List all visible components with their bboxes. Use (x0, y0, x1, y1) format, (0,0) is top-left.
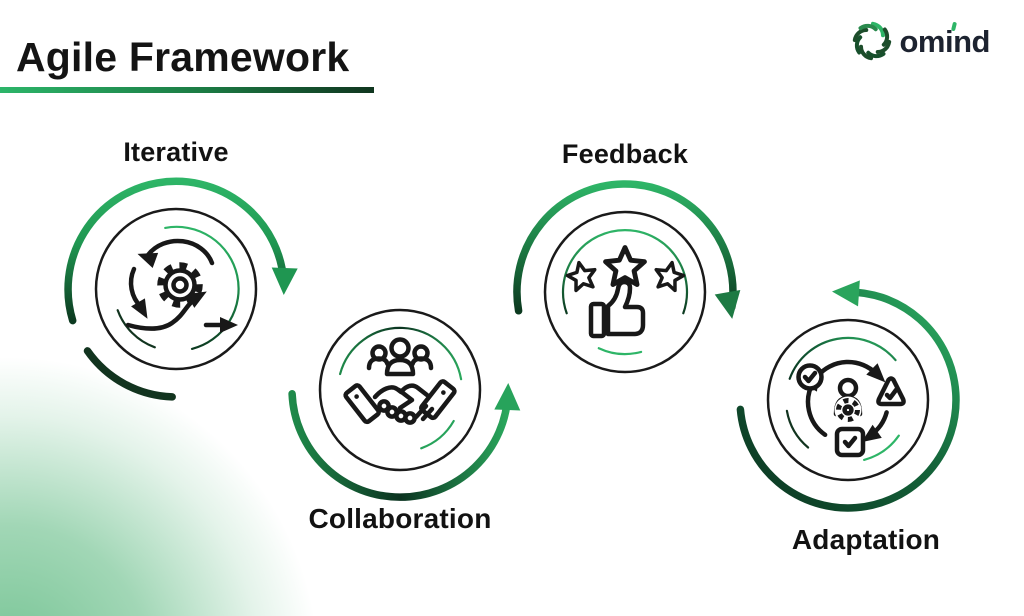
circle-outline (94, 207, 258, 371)
inner-accent-arc (339, 326, 463, 381)
flow-arrowhead-down (271, 267, 298, 295)
page-title: Agile Framework (16, 34, 350, 80)
flow-arrowhead-up (494, 383, 521, 411)
flow-arrowhead-down (714, 290, 741, 319)
adaptation-graphic (736, 280, 960, 512)
check-square-icon (834, 426, 866, 458)
inner-accent-arc-dark (116, 309, 156, 349)
node-label-collaboration: Collaboration (308, 503, 492, 534)
inner-accent-arc (788, 336, 897, 380)
circle-outline (318, 308, 482, 472)
iterative-graphic (64, 177, 298, 401)
node-label-feedback: Feedback (561, 139, 689, 169)
node-label-adaptation: Adaptation (791, 524, 941, 555)
node-iterative (36, 149, 316, 429)
check-circle-icon (796, 363, 824, 391)
node-label-iterative: Iterative (123, 137, 229, 167)
inner-accent-arc (164, 225, 240, 350)
thumbs-up-stars-icon (563, 248, 688, 339)
node-collaboration (260, 250, 540, 530)
person-gear-icon (833, 377, 863, 424)
adaptive-cycle-icon (796, 359, 906, 458)
warning-check-triangle-icon (876, 376, 906, 407)
inner-accent-arc-bright (597, 347, 643, 356)
gear-icon (157, 262, 203, 308)
inner-accent-arc (561, 229, 689, 315)
handshake-icon (343, 337, 457, 425)
feedback-graphic (513, 180, 741, 374)
left-sleeve (343, 383, 381, 425)
node-adaptation (708, 260, 988, 540)
inner-accent-arc-dark (785, 409, 810, 449)
team-people (366, 337, 434, 377)
circle-outline (766, 318, 930, 482)
outer-flow-arc (64, 177, 288, 325)
outer-flow-arc (736, 288, 960, 512)
flow-arrowhead-left (832, 280, 860, 307)
outer-flow-arc (513, 180, 737, 315)
outer-flow-arc (288, 390, 512, 501)
inner-accent-arc-bright (420, 419, 455, 450)
title-underline (0, 87, 374, 93)
sprint-cycle-icon (125, 238, 238, 333)
outer-flow-arc-dark (83, 347, 176, 401)
brand-name: omind (900, 21, 990, 57)
inner-accent-arc-bright (863, 434, 900, 461)
swirl-icon (852, 21, 891, 61)
node-feedback (485, 152, 765, 432)
collaboration-graphic (288, 308, 521, 501)
circle-outline (543, 210, 707, 374)
thumbs-up-icon (588, 279, 646, 339)
star-icon-center (606, 248, 645, 285)
brand-logo: omind (851, 20, 990, 62)
